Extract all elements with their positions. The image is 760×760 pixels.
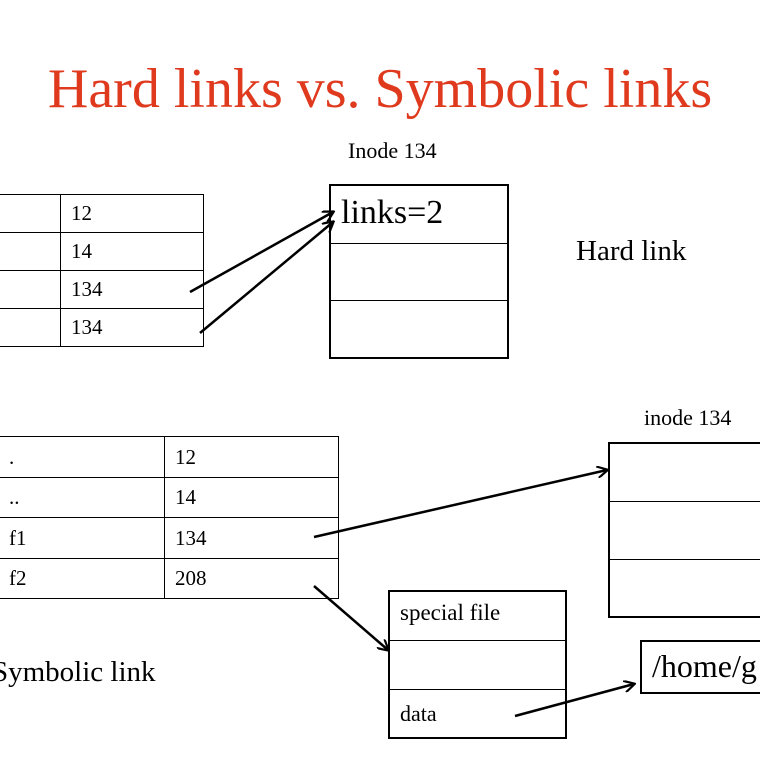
entry-name: . bbox=[0, 436, 165, 478]
entry-inode: 134 bbox=[60, 270, 204, 309]
table-row: f2 208 bbox=[0, 558, 339, 599]
hard-link-label: Hard link bbox=[576, 235, 687, 267]
inode-row-divider bbox=[610, 501, 760, 502]
entry-inode: 14 bbox=[60, 232, 204, 271]
table-row: .. 14 bbox=[0, 477, 339, 518]
table-row: 14 bbox=[0, 232, 204, 271]
hard-link-arrow-1 bbox=[189, 212, 333, 294]
path-box: /home/g bbox=[640, 640, 760, 694]
entry-inode: 12 bbox=[60, 194, 204, 233]
table-row: 134 bbox=[0, 308, 204, 347]
hard-link-arrow-2 bbox=[199, 222, 333, 334]
entry-inode: 134 bbox=[164, 517, 339, 559]
symbolic-link-directory-table: . 12 .. 14 f1 134 f2 208 bbox=[0, 436, 339, 599]
entry-name: .. bbox=[0, 477, 165, 518]
inode-row-divider bbox=[331, 300, 507, 301]
links-count: links=2 bbox=[341, 194, 444, 231]
entry-name: f2 bbox=[0, 558, 165, 599]
hard-link-inode-box: links=2 bbox=[329, 184, 509, 359]
f2-to-special-file-arrow bbox=[313, 585, 388, 650]
data-to-path-arrow bbox=[514, 684, 634, 718]
entry-inode: 12 bbox=[164, 436, 339, 478]
table-row: 12 bbox=[0, 194, 204, 233]
special-file-row-divider bbox=[390, 640, 565, 641]
entry-inode: 14 bbox=[164, 477, 339, 518]
symbolic-link-inode-box bbox=[608, 442, 760, 618]
inode-row-divider bbox=[331, 243, 507, 244]
diagram-title: Hard links vs. Symbolic links bbox=[47, 58, 713, 120]
special-file-data-label: data bbox=[400, 701, 437, 726]
special-file-row-divider bbox=[390, 689, 565, 690]
entry-name bbox=[0, 194, 61, 233]
inode-row-divider bbox=[610, 559, 760, 560]
special-file-label: special file bbox=[400, 600, 501, 625]
entry-inode: 134 bbox=[60, 308, 204, 347]
symbolic-inode-caption: inode 134 bbox=[644, 405, 732, 430]
special-file-box: special file data bbox=[388, 590, 567, 739]
entry-inode: 208 bbox=[164, 558, 339, 599]
symlink-path-text: /home/g bbox=[652, 648, 757, 684]
f1-to-inode-arrow bbox=[313, 470, 607, 539]
table-row: . 12 bbox=[0, 436, 339, 478]
symbolic-link-label: Symbolic link bbox=[0, 656, 156, 688]
entry-name bbox=[0, 270, 61, 309]
table-row: 134 bbox=[0, 270, 204, 309]
hard-inode-caption: Inode 134 bbox=[348, 138, 437, 163]
hard-link-directory-table: 12 14 134 134 bbox=[0, 194, 204, 347]
